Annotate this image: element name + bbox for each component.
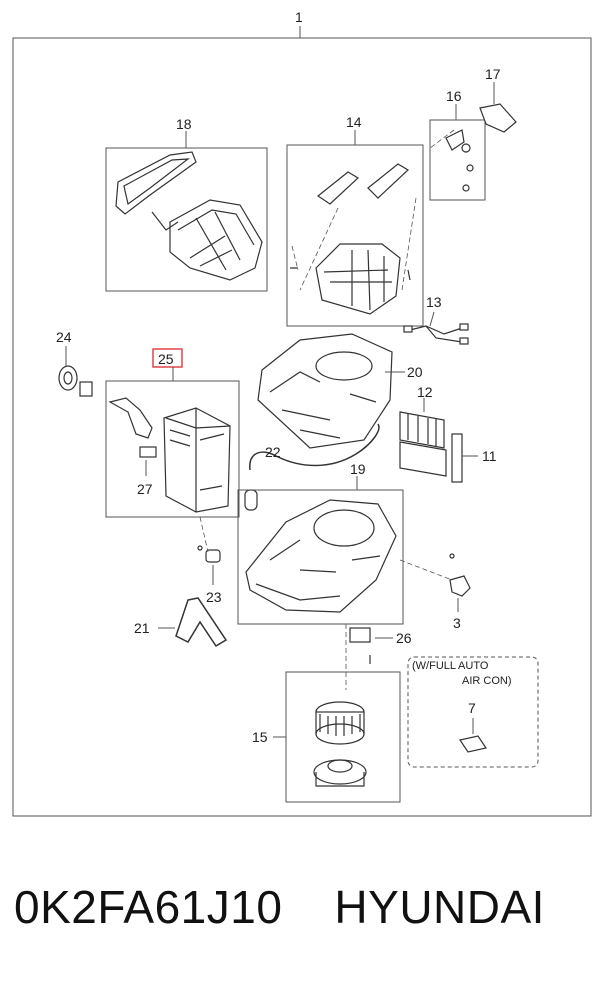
seal-small <box>244 489 258 511</box>
part-11-filter <box>451 433 463 483</box>
label-25: 25 <box>158 351 174 367</box>
option-box-full-auto <box>407 656 539 768</box>
part-23-bushing <box>197 545 221 563</box>
option-note-line1: (W/FULL AUTO <box>412 660 489 672</box>
label-1: 1 <box>295 9 303 25</box>
label-3: 3 <box>453 615 461 631</box>
label-23: 23 <box>206 589 222 605</box>
label-19: 19 <box>350 461 366 477</box>
part-number: 0K2FA61J10 <box>14 881 283 933</box>
label-24: 24 <box>56 329 72 345</box>
label-15: 15 <box>252 729 268 745</box>
label-16: 16 <box>446 88 462 104</box>
part-12-filter <box>399 411 447 477</box>
highlight-box-25 <box>152 348 183 368</box>
label-11: 11 <box>482 448 497 464</box>
label-13: 13 <box>426 294 442 310</box>
part-16-actuator <box>429 119 486 201</box>
part-25-evaporator <box>105 380 240 518</box>
option-note-line2: AIR CON) <box>462 675 512 687</box>
brand-name: HYUNDAI <box>334 881 545 933</box>
label-7: 7 <box>468 700 476 716</box>
label-14: 14 <box>346 114 362 130</box>
part-18-case <box>105 147 268 292</box>
assembly-frame <box>12 37 592 817</box>
caption: 0K2FA61J10 HYUNDAI <box>14 880 594 934</box>
part-19-blower-case <box>237 489 404 625</box>
part-7-sensor <box>459 735 487 753</box>
label-12: 12 <box>417 384 433 400</box>
label-22: 22 <box>265 444 281 460</box>
part-3-actuator <box>449 553 471 597</box>
label-26: 26 <box>396 630 412 646</box>
part-17-actuator <box>479 103 517 133</box>
label-21: 21 <box>134 620 150 636</box>
label-18: 18 <box>176 116 192 132</box>
part-27-sensor <box>139 446 157 458</box>
label-20: 20 <box>407 364 423 380</box>
part-24-grommet <box>58 365 93 397</box>
part-15-blower-motor <box>285 671 401 803</box>
parts-diagram: 1 18 14 16 17 13 <box>12 9 592 817</box>
part-20-case <box>257 333 393 449</box>
part-22-seal <box>249 423 380 471</box>
label-27: 27 <box>137 481 153 497</box>
part-13-harness <box>403 323 469 345</box>
part-14-case <box>286 144 424 327</box>
guide-lines <box>199 129 455 690</box>
part-21-gasket <box>175 597 228 648</box>
part-26-resistor <box>349 627 371 664</box>
label-17: 17 <box>485 66 501 82</box>
